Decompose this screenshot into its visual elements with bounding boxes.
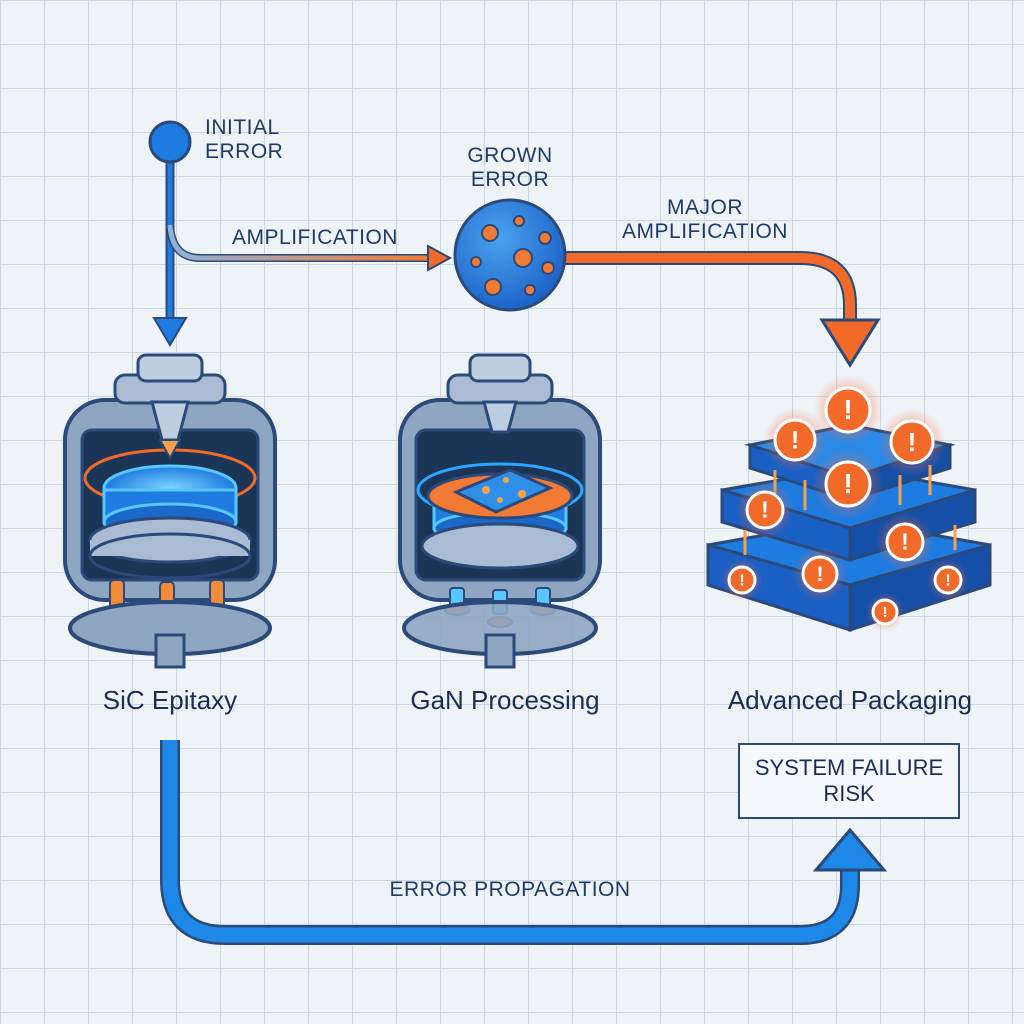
major-amplification-label: MAJOR AMPLIFICATION [622,196,788,244]
stage-label-gan-processing: GaN Processing [410,685,600,715]
grown-error-label: GROWN ERROR [467,144,553,192]
error-marker-glyph: ! [761,497,769,523]
initial-error-dot [148,120,192,164]
error-marker-glyph: ! [817,563,824,586]
amplification-label: AMPLIFICATION [232,226,398,249]
error-marker-icon [824,386,872,434]
major-amplification-arrow [565,251,881,368]
initial-error-label: INITIAL ERROR [205,116,284,164]
error-marker-icon [773,418,817,462]
gan-reactor-icon [398,353,602,669]
sic-reactor-icon [63,353,277,669]
stage-label-sic-epitaxy: SiC Epitaxy [102,685,238,715]
error-marker-icon [801,555,839,593]
error-marker-icon [745,490,785,530]
error-marker-icon [824,460,872,508]
error-marker-glyph: ! [883,604,888,621]
error-propagation-arrow [160,740,888,945]
system-failure-risk-text: SYSTEM FAILURE RISK [754,754,944,806]
error-marker-glyph: ! [843,394,852,425]
system-failure-risk-box: SYSTEM FAILURE RISK [738,743,960,819]
error-marker-glyph: ! [908,427,917,457]
error-marker-glyph: ! [843,468,852,499]
error-marker-glyph: ! [791,426,799,454]
error-marker-icon [727,565,757,595]
error-marker-icon [933,565,963,595]
amplification-arrow [166,224,453,272]
error-marker-glyph: ! [901,529,909,555]
error-marker-icon [889,419,935,465]
grown-error-sphere [453,198,567,312]
error-propagation-label: ERROR PROPAGATION [389,878,631,901]
error-marker-glyph: ! [739,572,744,589]
error-marker-icon [885,522,925,562]
error-markers: !!!!!!!!!! [721,374,969,632]
error-marker-glyph: ! [945,572,950,589]
error-marker-icon [871,598,899,626]
stage-label-advanced-packaging: Advanced Packaging [727,685,973,715]
